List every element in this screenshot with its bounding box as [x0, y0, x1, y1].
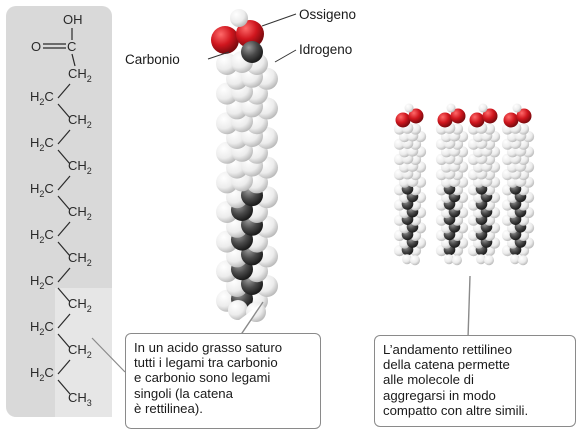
- formula-h2c-left: H2C: [30, 319, 54, 337]
- oxygen-leader-line: [261, 13, 297, 27]
- hydrogen-atom: [228, 300, 248, 320]
- carbon-leader-line: [207, 51, 230, 60]
- oxygen-atom: [516, 108, 532, 124]
- formula-ch2-right: CH2: [68, 66, 92, 84]
- formula-oh: OH: [63, 12, 83, 27]
- formula-ch2-right: CH2: [68, 296, 92, 314]
- formula-ch2-right: CH2: [68, 112, 92, 130]
- formula-h2c-left: H2C: [30, 365, 54, 383]
- carbon-atom: [241, 41, 263, 63]
- hydrogen-atom: [230, 9, 248, 27]
- oxygen-atom: [395, 112, 411, 128]
- oxygen-atom: [503, 112, 519, 128]
- oxygen-label: Ossigeno: [299, 7, 356, 22]
- callout-left-line-5: è rettilinea).: [134, 400, 203, 416]
- saturated-chain-callout: In un acido grasso saturo tutti i legami…: [125, 333, 321, 429]
- oxygen-atom: [211, 26, 239, 54]
- hydrogen-atom: [444, 254, 454, 265]
- hydrogen-atom: [476, 254, 486, 265]
- hydrogen-atom: [484, 255, 494, 266]
- panel-to-callout-line: [91, 337, 126, 373]
- hydrogen-atom: [452, 255, 462, 266]
- space-filling-molecule: [211, 9, 278, 322]
- formula-h2c-left: H2C: [30, 135, 54, 153]
- packed-molecules-group: [393, 103, 535, 266]
- formula-h2c-left: H2C: [30, 89, 54, 107]
- callout-right-line-1: L’andamento rettilineo: [383, 342, 513, 357]
- oxygen-atom: [469, 112, 485, 128]
- callout-left-line-2: tutti i legami tra carbonio: [134, 355, 278, 371]
- formula-h2c-left: H2C: [30, 181, 54, 199]
- hydrogen-leader-line: [274, 49, 297, 63]
- formula-c-carboxyl: C: [67, 39, 76, 54]
- hydrogen-atom: [402, 254, 412, 265]
- hydrogen-atom: [410, 255, 420, 266]
- formula-panel-highlight: [55, 288, 112, 417]
- hydrogen-label: Idrogeno: [299, 42, 352, 57]
- packed-molecule: [393, 103, 427, 266]
- formula-h2c-left: H2C: [30, 273, 54, 291]
- packed-molecule: [435, 103, 469, 266]
- callout-right-line-2: della catena permette: [383, 357, 510, 373]
- oxygen-atom: [450, 108, 466, 124]
- structural-formula: OH O C CH2CH2CH2CH2CH2CH2CH2H2CH2CH2CH2C…: [30, 12, 92, 408]
- hydrogen-atom: [404, 103, 414, 113]
- hydrogen-atom: [478, 103, 488, 113]
- packed-molecule: [501, 103, 535, 266]
- hydrogen-atom: [510, 254, 520, 265]
- packing-callout: L’andamento rettilineo della catena perm…: [374, 335, 576, 427]
- formula-ch2-right: CH2: [68, 204, 92, 222]
- callout-left-line-1: In un acido grasso saturo: [134, 340, 283, 355]
- formula-ch2-right: CH2: [68, 250, 92, 268]
- formula-ch2-right: CH2: [68, 158, 92, 176]
- callout-right-line-4: aggregarsi in modo: [383, 387, 496, 403]
- oxygen-atom: [408, 108, 424, 124]
- formula-ch2-right: CH2: [68, 342, 92, 360]
- formula-h2c-left: H2C: [30, 227, 54, 245]
- hydrogen-atom: [518, 255, 528, 266]
- formula-ch3: CH3: [68, 390, 92, 408]
- carbon-label: Carbonio: [125, 52, 180, 67]
- callout-left-line-4: singoli (la catena: [134, 385, 233, 401]
- callout-right-line-3: alle molecole di: [383, 372, 474, 388]
- callout-right-line-5: compatto con altre simili.: [383, 402, 529, 418]
- right-callout-pointer: [467, 275, 471, 339]
- packed-molecule: [467, 103, 501, 266]
- hydrogen-atom: [446, 103, 456, 113]
- hydrogen-atom: [512, 103, 522, 113]
- oxygen-atom: [482, 108, 498, 124]
- oxygen-atom: [437, 112, 453, 128]
- oxygen-atom: [236, 20, 264, 48]
- formula-o: O: [31, 39, 41, 54]
- callout-left-line-3: e carbonio sono legami: [134, 370, 271, 386]
